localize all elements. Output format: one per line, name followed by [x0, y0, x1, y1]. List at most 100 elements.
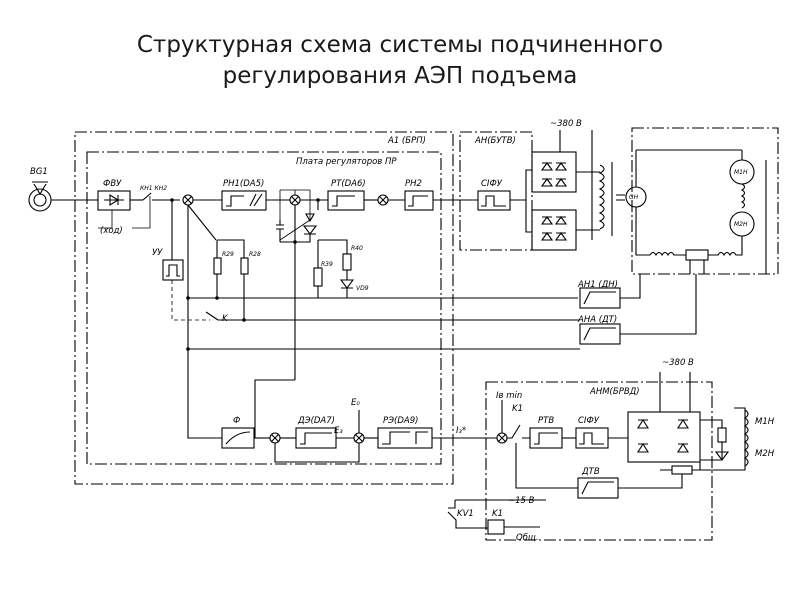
- relay-k1: [487, 519, 505, 535]
- wire-resistors: [216, 239, 245, 320]
- block-de: [295, 427, 337, 449]
- label-vd9: VD9: [356, 285, 369, 292]
- slide-title-line-2: регулирования АЭП подъема: [222, 63, 578, 89]
- rtv-characteristic-icon: [534, 432, 558, 445]
- wire-left-bus: [187, 205, 222, 439]
- contact-kh: [142, 192, 180, 201]
- label-r39: R39: [321, 261, 333, 268]
- wire-hod: [98, 196, 151, 229]
- wire-supply-bottom: [659, 372, 691, 412]
- contact-k1: [507, 424, 530, 439]
- slide-title-line-1: Структурная схема системы подчиненного: [136, 32, 664, 58]
- diode-load: [714, 451, 730, 461]
- label-rtv: РТВ: [538, 416, 554, 426]
- wire-shunt: [689, 160, 767, 274]
- label-m1n: М1Н: [734, 169, 748, 176]
- block-rn1: [221, 190, 267, 211]
- label-obsh: Общ.: [516, 533, 539, 543]
- label-m1h: М1Н: [755, 417, 775, 427]
- summing-junction-6: [496, 432, 508, 444]
- label-a1: А1 (БРП): [387, 136, 426, 146]
- label-hod: (ход): [100, 226, 123, 236]
- label-r40: R40: [351, 245, 363, 252]
- rn2-characteristic-icon: [408, 195, 428, 207]
- frame-a1-brp: [74, 131, 454, 485]
- resistor-r28: [240, 257, 249, 275]
- label-regulator-plate: Плата регуляторов ПР: [296, 157, 397, 167]
- label-k: K: [222, 314, 229, 324]
- wire-shunt-bottom: [660, 407, 746, 471]
- f-curve-icon: [225, 431, 251, 445]
- label-sifu-bottom: СIФУ: [578, 416, 600, 426]
- label-m2n: М2Н: [734, 221, 748, 228]
- label-sifu-top: СIФУ: [481, 179, 503, 189]
- frame-anm-brvd: [485, 381, 713, 541]
- wire-sifu-thyristors: [510, 169, 532, 233]
- label-rn1: РН1(DA5): [223, 179, 264, 189]
- motor-m2n: М2Н: [729, 211, 755, 237]
- label-eo: E₀: [351, 398, 360, 408]
- label-de: ДЭ(DA7): [297, 416, 335, 426]
- wire-to-gn: [616, 194, 625, 201]
- thyristor-bridge-bottom: [627, 411, 701, 463]
- label-anm-brvd: АНМ(БРВД): [589, 387, 640, 397]
- summing-junction-2: [289, 194, 301, 206]
- label-uu: УУ: [152, 248, 163, 258]
- label-m2h: М2Н: [755, 449, 775, 459]
- shunt-bottom: [671, 465, 693, 475]
- wire-feedback-group: [279, 189, 311, 241]
- controller-bg1: [28, 181, 52, 212]
- label-k1b: K1: [492, 509, 503, 519]
- wire-ana-shunt: [620, 274, 697, 335]
- summing-junction-4: [269, 432, 281, 444]
- uu-step-icon: [166, 264, 180, 277]
- wire-uu-k: [171, 280, 210, 321]
- generator-gn: GН: [625, 186, 647, 208]
- label-15v: −15 В: [508, 496, 535, 506]
- label-f: Ф: [233, 416, 240, 426]
- label-r28: R28: [249, 251, 261, 258]
- summing-junction-5: [353, 432, 365, 444]
- re-characteristic-icon: [382, 431, 428, 445]
- label-k1: K1: [512, 404, 523, 414]
- summing-junction-3: [377, 194, 389, 206]
- wire-supply-top: [559, 130, 600, 240]
- block-ana: [579, 323, 621, 345]
- motor-m1n: М1Н: [729, 159, 755, 185]
- block-f: [221, 427, 255, 449]
- label-an-butv: АН(БУТВ): [474, 136, 516, 146]
- resistor-load: [717, 427, 727, 443]
- slide-title: Структурная схема системы подчиненного р…: [0, 30, 800, 92]
- shunt-resistor: [685, 249, 709, 261]
- transformer-winding: [598, 164, 605, 230]
- wire-dtv: [515, 443, 683, 489]
- label-kv1: KV1: [457, 509, 474, 519]
- label-e3: E₃: [334, 426, 343, 436]
- summing-junction-1: [182, 194, 194, 206]
- block-re: [377, 427, 433, 449]
- label-380v-top: ~380 В: [550, 119, 582, 129]
- block-dtv: [577, 477, 619, 499]
- capacitor-icon: [276, 220, 284, 242]
- thyristor-bridge-top: [531, 151, 577, 251]
- rn1-characteristic-icon: [226, 193, 263, 207]
- wire-bottom-feedback: [274, 443, 360, 463]
- sifu-bottom-pulse-icon: [579, 432, 604, 445]
- resistor-r39: [313, 267, 323, 287]
- block-an1: [579, 287, 621, 309]
- label-rn2: РН2: [405, 179, 422, 189]
- wire-winding-bottom: [649, 236, 743, 257]
- label-dtv: ДТВ: [581, 467, 600, 477]
- label-rt: РТ(DA6): [331, 179, 366, 189]
- wire-j2-f: [254, 379, 295, 438]
- wire-dn: [187, 292, 578, 299]
- wire-motor-loop: [635, 149, 743, 256]
- label-ibmin: Iв min: [496, 391, 522, 401]
- block-rt: [327, 190, 365, 211]
- motor-winding: [740, 183, 746, 209]
- label-fvu: ФВУ: [103, 179, 122, 189]
- ana-characteristic-icon: [583, 327, 616, 341]
- block-rtv: [529, 427, 563, 449]
- label-380v-bottom: ~380 В: [662, 358, 694, 368]
- diode-vd9: [339, 270, 355, 298]
